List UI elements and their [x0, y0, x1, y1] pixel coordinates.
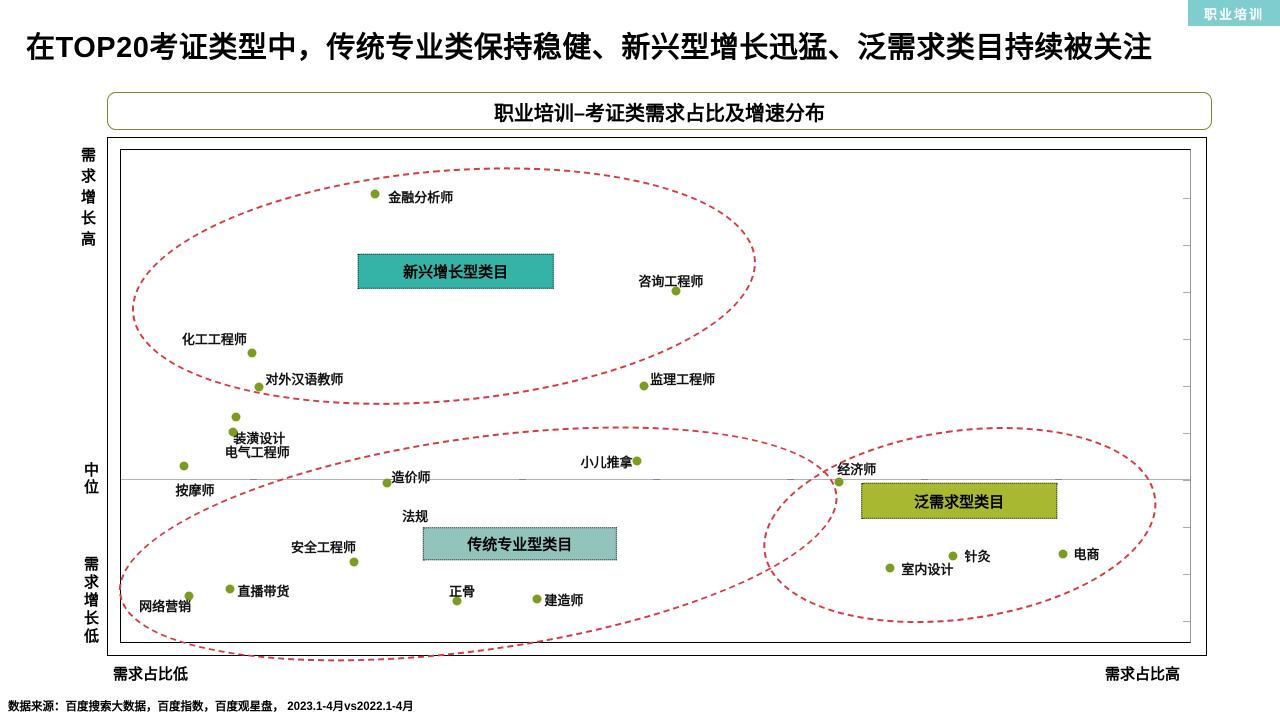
corner-tag: 职业培训	[1188, 0, 1280, 26]
axis-tick	[1183, 433, 1190, 435]
group-ellipse	[750, 403, 1170, 647]
data-point-label: 按摩师	[175, 483, 215, 499]
chart-frame: 新兴增长型类目传统专业型类目 泛需求型类目 金融分析师咨询工程师监理工程师 化工工程师…	[104, 137, 1207, 701]
data-point-label: 装潢设计	[233, 430, 286, 446]
data-point-label: 经济师	[837, 461, 877, 477]
data-point-dot	[184, 591, 194, 601]
data-point-dot	[671, 286, 681, 296]
data-point-dot	[370, 189, 380, 199]
data-point-dot	[834, 477, 844, 487]
x-axis-label-high: 需求占比高	[1104, 666, 1180, 683]
axis-tick	[1183, 574, 1190, 576]
axis-tick	[921, 479, 929, 481]
data-point-dot	[532, 594, 542, 604]
data-point-dot	[349, 557, 359, 567]
axis-tick	[652, 479, 660, 481]
y-axis-label-high: 需求增长高	[79, 147, 96, 252]
data-point-label: 对外汉语教师	[265, 371, 344, 387]
axis-tick	[1183, 292, 1190, 294]
data-point-dot	[231, 412, 241, 422]
data-point-label: 直播带货	[237, 583, 290, 599]
axis-tick	[1183, 245, 1190, 247]
group-label-box: 泛需求型类目	[861, 482, 1057, 519]
data-point-label: 室内设计	[901, 561, 954, 577]
data-point-label: 小儿推拿	[580, 455, 633, 471]
group-label-box: 新兴增长型类目	[357, 253, 554, 289]
data-point-label: 安全工程师	[290, 540, 356, 556]
data-point-label: 针灸	[964, 549, 991, 565]
data-point-label: 法规	[402, 509, 429, 525]
axis-tick	[1183, 480, 1190, 482]
axis-tick	[1183, 386, 1190, 388]
data-point-label: 金融分析师	[388, 189, 454, 205]
data-point-dot	[225, 584, 235, 594]
data-point-label: 监理工程师	[650, 371, 716, 387]
data-point-dot	[1058, 549, 1068, 559]
data-point-label: 咨询工程师	[638, 274, 704, 290]
data-point-dot	[179, 461, 189, 471]
axis-tick	[1183, 339, 1190, 341]
axis-tick	[250, 479, 258, 481]
data-point-dot	[639, 381, 649, 391]
data-point-label: 正骨	[449, 583, 476, 599]
axis-tick	[1055, 479, 1063, 481]
x-axis-label-low: 需求占比低	[113, 666, 189, 683]
y-axis-label-low: 需求增长低	[82, 556, 99, 646]
data-point-label: 网络营销	[139, 599, 192, 615]
data-point-label: 电气工程师	[224, 445, 290, 461]
axis-tick	[786, 479, 794, 481]
data-point-label: 建造师	[544, 592, 584, 608]
axis-tick	[1183, 198, 1190, 200]
data-point-dot	[254, 382, 264, 392]
data-point-label: 电商	[1073, 547, 1100, 563]
data-point-dot	[247, 348, 257, 358]
data-point-dot	[632, 456, 642, 466]
data-point-label: 化工工程师	[181, 332, 247, 348]
plot-area: 新兴增长型类目传统专业型类目 泛需求型类目 金融分析师咨询工程师监理工程师 化工工程师…	[104, 143, 1191, 701]
chart-title: 职业培训–考证类需求占比及增速分布	[493, 102, 826, 125]
axis-tick	[1183, 527, 1190, 529]
axis-tick	[518, 479, 526, 481]
data-point-label: 造价师	[391, 469, 431, 485]
y-axis-label-mid: 中位	[82, 462, 99, 496]
axis-tick	[1183, 621, 1190, 623]
chart-title-box: 职业培训–考证类需求占比及增速分布	[107, 92, 1212, 130]
source-note: 数据来源：百度搜索大数据，百度指数，百度观星盘， 2023.1-4月vs2022…	[8, 701, 414, 713]
data-point-dot	[228, 427, 238, 437]
data-point-dot	[948, 551, 958, 561]
main-title: 在TOP20考证类型中，传统专业类保持稳健、新兴型增长迅猛、泛需求类目持续被关注	[26, 32, 1153, 64]
data-point-dot	[885, 563, 895, 573]
group-label-box: 传统专业型类目	[422, 526, 617, 561]
data-point-dot	[382, 478, 392, 488]
data-point-dot	[452, 596, 462, 606]
